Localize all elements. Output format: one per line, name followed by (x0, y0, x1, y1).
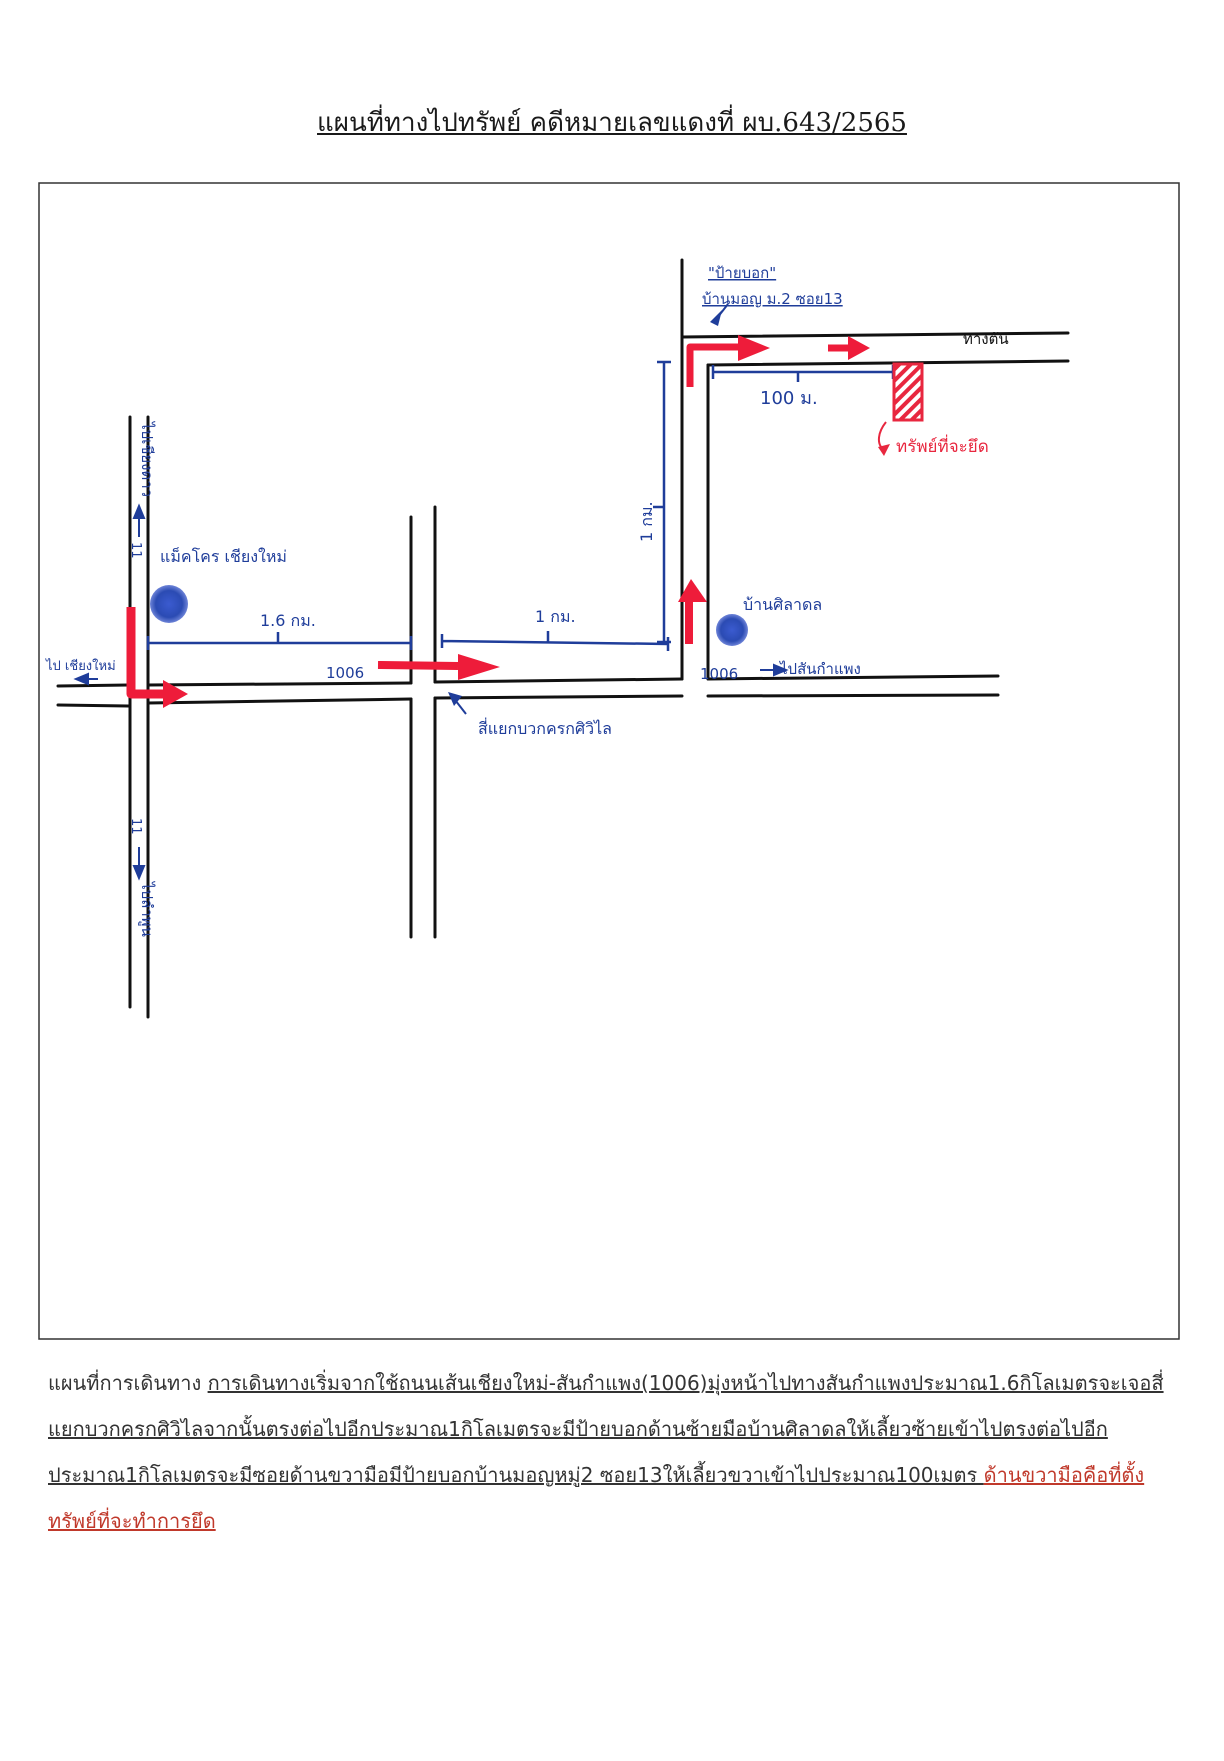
road-1006-top-1 (146, 681, 413, 687)
soi-south-edge (706, 359, 1070, 367)
intersection-label: สี่แยกบวกครกศิวิไล (478, 717, 612, 738)
landmark-makro-label: แม็คโคร เชียงใหม่ (160, 546, 287, 566)
distance-line-4 (711, 365, 895, 382)
road-1006-top-3 (706, 674, 1000, 681)
distance-label-2: 1 กม. (535, 607, 576, 626)
description-highlight: ด้านขวามือคือที่ตั้งทรัพย์ที่จะทำการยึด (48, 1463, 1145, 1533)
description-lead: แผนที่การเดินทาง (48, 1371, 208, 1395)
property-block (892, 362, 924, 422)
route-arrows (126, 335, 870, 708)
sign-text: บ้านมอญ ม.2 ซอย13 (702, 290, 843, 308)
route-arrowhead-1 (163, 680, 188, 708)
route-arrowhead-5 (848, 336, 870, 360)
map-border (38, 182, 1180, 1340)
map-canvas: 1006 1006 1.6 กม. 1 กม. 1 กม. 100 ม. แม็… (38, 182, 1180, 1340)
description-body: การเดินทางเริ่มจากใช้ถนนเส้นเชียงใหม่-สั… (48, 1371, 1164, 1487)
route-arrowhead-2 (458, 654, 500, 680)
sign-pointer (713, 303, 729, 323)
route-description: แผนที่การเดินทาง การเดินทางเริ่มจากใช้ถน… (48, 1360, 1178, 1544)
road-1006-label: 1006 (326, 664, 364, 682)
distance-label-4: 100 ม. (760, 388, 818, 409)
road-1006-bottom-1 (146, 697, 413, 705)
highway-direction-marks (73, 503, 789, 881)
route-turn-4 (686, 343, 738, 387)
route-segment-2 (377, 661, 459, 670)
distance-line-1 (146, 632, 413, 650)
road-1006-top-2 (433, 677, 684, 684)
map-labels: 1006 1006 1.6 กม. 1 กม. 1 กม. 100 ม. แม็… (45, 264, 1009, 937)
distance-line-2 (440, 631, 670, 651)
route-turn-1 (126, 607, 163, 699)
north-road-label: ไปเชียงดาว (138, 421, 156, 497)
distance-markers (146, 360, 895, 651)
distance-label-3: 1 กม. (637, 501, 656, 542)
map-frame: 1006 1006 1.6 กม. 1 กม. 1 กม. 100 ม. แม็… (38, 182, 1182, 1342)
road-1006-label-2: 1006 (700, 665, 738, 683)
soi-north-edge (680, 331, 1070, 339)
roads (56, 258, 1070, 1019)
route-arrowhead-4 (738, 335, 770, 361)
to-chiangmai-label: ไป เชียงใหม่ (45, 658, 116, 674)
road-1006-west-top (56, 683, 132, 688)
intersection-pointer (451, 695, 467, 715)
property-pointer-head (878, 444, 890, 456)
dead-end-label: ทางตัน (963, 330, 1009, 348)
route-arrowhead-3 (678, 579, 707, 602)
distance-line-3 (653, 360, 671, 644)
north-road-number: 11 (128, 542, 143, 559)
road-1006-west-bottom (56, 703, 132, 708)
south-road-label: ไปลำพูน (138, 881, 156, 937)
road-1006-bottom-3 (706, 693, 1000, 698)
landmark-silaadon-label: บ้านศิลาดล (743, 595, 822, 614)
property-label: ทรัพย์ที่จะยึด (896, 434, 989, 457)
distance-label-1: 1.6 กม. (260, 611, 316, 630)
to-sankamphaeng-label: ไปสันกำแพง (779, 660, 861, 678)
landmark-silaadon-marker (716, 614, 748, 646)
landmark-makro-marker (150, 585, 188, 623)
sign-label: "ป้ายบอก" (708, 264, 776, 282)
south-road-number: 11 (128, 818, 143, 835)
road-1006-bottom-2 (433, 694, 684, 700)
page-title: แผนที่ทางไปทรัพย์ คดีหมายเลขแดงที่ ผบ.64… (317, 108, 907, 138)
